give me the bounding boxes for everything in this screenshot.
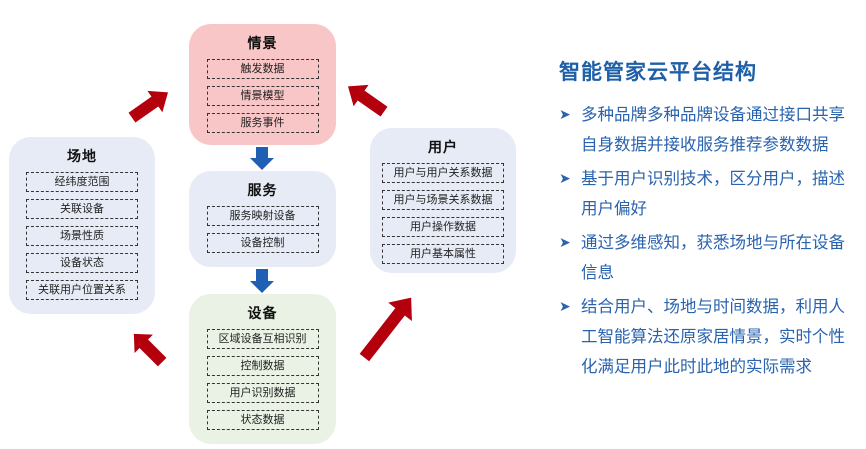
arrow-right-icon: ➤ [559,235,571,251]
device-item: 状态数据 [206,410,319,430]
device-item: 用户识别数据 [206,383,319,403]
service-item: 设备控制 [206,233,319,253]
bullet-text: 基于用户识别技术，区分用户，描述用户偏好 [581,169,845,218]
service-item: 服务映射设备 [206,206,319,226]
device-item: 区域设备互相识别 [206,329,319,349]
scene-card: 情景 触发数据 情景模型 服务事件 [189,24,336,145]
site-title: 场地 [67,149,97,165]
site-item: 关联用户位置关系 [26,280,138,300]
bullet-item: ➤ 多种品牌多种品牌设备通过接口共享自身数据并接收服务推荐参数数据 [559,100,859,160]
bullet-text: 结合用户、场地与时间数据，利用人工智能算法还原家居情景，实时个性化满足用户此时此… [581,297,845,376]
bullet-item: ➤ 通过多维感知，获悉场地与所在设备信息 [559,228,859,288]
site-item: 关联设备 [26,199,138,219]
arrow-up-left-icon [347,84,388,117]
scene-item: 服务事件 [206,113,319,133]
scene-item: 触发数据 [206,59,319,79]
site-item: 场景性质 [26,226,138,246]
bullet-text: 多种品牌多种品牌设备通过接口共享自身数据并接收服务推荐参数数据 [581,105,845,154]
service-title: 服务 [247,183,278,199]
arrow-down-icon [250,269,274,293]
device-title: 设备 [247,306,278,322]
panel-title: 智能管家云平台结构 [559,60,757,84]
arrow-up-right-icon [359,297,412,362]
user-item: 用户与场景关系数据 [382,190,504,210]
arrow-right-icon: ➤ [559,107,571,123]
site-item: 设备状态 [26,253,138,273]
arrow-up-right-icon [128,90,169,123]
site-card: 场地 经纬度范围 关联设备 场景性质 设备状态 关联用户位置关系 [9,137,155,314]
arrow-right-icon: ➤ [559,299,571,315]
site-item: 经纬度范围 [26,172,138,192]
scene-title: 情景 [247,36,278,52]
user-title: 用户 [428,140,458,156]
user-item: 用户操作数据 [382,217,504,237]
arrow-up-left-icon [133,333,167,367]
info-panel: 智能管家云平台结构 ➤ 多种品牌多种品牌设备通过接口共享自身数据并接收服务推荐参… [559,56,859,386]
scene-item: 情景模型 [206,86,319,106]
arrow-down-icon [250,147,274,170]
bullet-item: ➤ 基于用户识别技术，区分用户，描述用户偏好 [559,164,859,224]
arrow-right-icon: ➤ [559,171,571,187]
device-card: 设备 区域设备互相识别 控制数据 用户识别数据 状态数据 [189,294,336,444]
user-card: 用户 用户与用户关系数据 用户与场景关系数据 用户操作数据 用户基本属性 [370,128,516,273]
service-card: 服务 服务映射设备 设备控制 [189,171,336,267]
bullet-item: ➤ 结合用户、场地与时间数据，利用人工智能算法还原家居情景，实时个性化满足用户此… [559,292,859,382]
user-item: 用户基本属性 [382,244,504,264]
user-item: 用户与用户关系数据 [382,163,504,183]
bullet-text: 通过多维感知，获悉场地与所在设备信息 [581,233,845,282]
device-item: 控制数据 [206,356,319,376]
